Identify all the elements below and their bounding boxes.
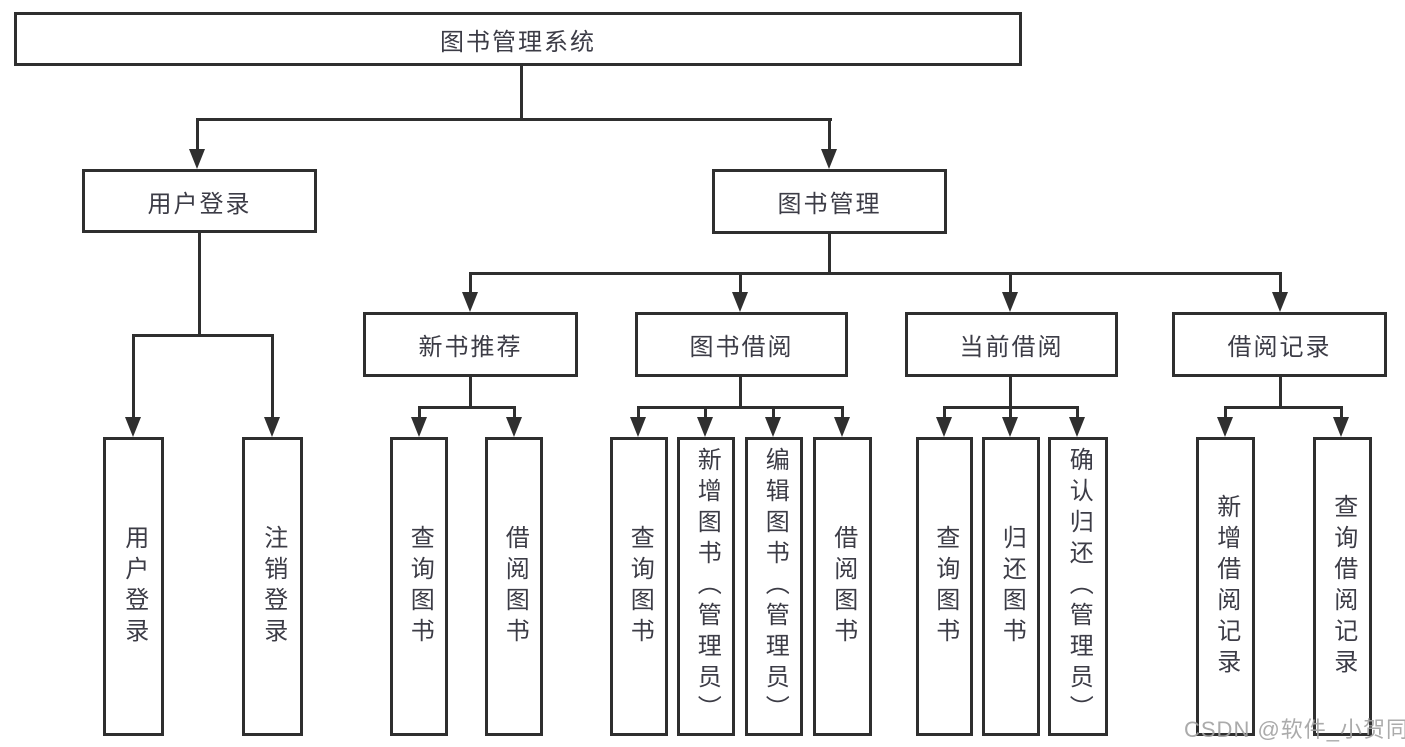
leaf-nb-query-books: 查询图书 — [390, 437, 448, 736]
node-root-label: 图书管理系统 — [440, 28, 596, 56]
arrowhead-bb-query — [630, 417, 646, 437]
connector-nb-drop — [469, 377, 472, 409]
connector-level3-rail — [469, 272, 1282, 275]
connector-user-login-stem — [196, 118, 199, 152]
connector-user-login-drop — [198, 233, 201, 336]
arrowhead-nb-borrow — [506, 417, 522, 437]
leaf-br-query-record: 查询借阅记录 — [1313, 437, 1372, 736]
node-user-login-label: 用户登录 — [147, 190, 252, 218]
arrowhead-new-book — [462, 292, 478, 312]
arrowhead-leaf-user-login — [125, 417, 141, 437]
connector-bb-borrow-stem — [841, 406, 844, 420]
leaf-cb-return-books: 归还图书 — [982, 437, 1040, 736]
leaf-user-login-label: 用户登录 — [120, 524, 148, 649]
leaf-bb-edit-books-admin-label: 编辑图书（管理员） — [761, 447, 789, 726]
arrowhead-book-borrow — [732, 292, 748, 312]
node-book-borrowing: 图书借阅 — [635, 312, 848, 377]
connector-user-login-rail — [132, 334, 274, 337]
leaf-nb-borrow-books-label: 借阅图书 — [501, 524, 529, 649]
connector-br-add-stem — [1224, 406, 1227, 420]
connector-current-borrow-stem — [1009, 272, 1012, 296]
leaf-br-add-record: 新增借阅记录 — [1196, 437, 1255, 736]
connector-new-book-stem — [469, 272, 472, 296]
leaf-bb-edit-books-admin: 编辑图书（管理员） — [745, 437, 803, 736]
leaf-bb-borrow-books-label: 借阅图书 — [829, 524, 857, 649]
connector-cb-query-stem — [943, 406, 946, 420]
connector-bb-rail — [637, 406, 844, 409]
arrowhead-bb-borrow — [834, 417, 850, 437]
node-book-borrowing-label: 图书借阅 — [689, 334, 794, 361]
arrowhead-user-login — [189, 149, 205, 169]
leaf-nb-query-books-label: 查询图书 — [406, 524, 434, 649]
arrowhead-book-mgmt — [821, 149, 837, 169]
leaf-cb-query-books-label: 查询图书 — [931, 524, 959, 649]
node-current-borrowing-label: 当前借阅 — [959, 334, 1064, 361]
node-book-management-label: 图书管理 — [777, 191, 882, 218]
connector-bb-edit-stem — [772, 406, 775, 420]
connector-br-drop — [1279, 377, 1282, 409]
node-borrowing-records: 借阅记录 — [1172, 312, 1387, 377]
connector-borrow-records-stem — [1279, 272, 1282, 296]
leaf-bb-borrow-books: 借阅图书 — [813, 437, 872, 736]
connector-nb-query-stem — [418, 406, 421, 420]
arrowhead-current-borrow — [1002, 292, 1018, 312]
leaf-logout-label: 注销登录 — [259, 524, 287, 649]
connector-book-mgmt-stem — [828, 118, 831, 152]
leaf-bb-add-books-admin-label: 新增图书（管理员） — [693, 447, 721, 726]
connector-nb-borrow-stem — [513, 406, 516, 420]
arrowhead-bb-add — [697, 417, 713, 437]
node-user-login: 用户登录 — [82, 169, 317, 233]
connector-br-query-stem — [1340, 406, 1343, 420]
leaf-user-login: 用户登录 — [103, 437, 164, 736]
node-new-book-recommend: 新书推荐 — [363, 312, 578, 377]
connector-cb-return-stem — [1009, 406, 1012, 420]
connector-book-borrow-stem — [739, 272, 742, 296]
connector-leaf-user-login-stem — [132, 334, 135, 420]
arrowhead-br-add — [1217, 417, 1233, 437]
node-root-system: 图书管理系统 — [14, 12, 1022, 66]
connector-root-drop — [520, 66, 523, 120]
leaf-bb-query-books: 查询图书 — [610, 437, 668, 736]
node-borrowing-records-label: 借阅记录 — [1227, 334, 1332, 361]
leaf-br-query-record-label: 查询借阅记录 — [1329, 493, 1357, 680]
arrowhead-bb-edit — [765, 417, 781, 437]
connector-bb-add-stem — [704, 406, 707, 420]
connector-nb-rail — [418, 406, 516, 409]
leaf-br-add-record-label: 新增借阅记录 — [1212, 493, 1240, 680]
leaf-cb-return-books-label: 归还图书 — [998, 524, 1026, 649]
connector-bb-drop — [739, 377, 742, 409]
arrowhead-br-query — [1333, 417, 1349, 437]
csdn-watermark: CSDN @软件_小贺同学 — [1184, 717, 1405, 742]
arrowhead-cb-return — [1002, 417, 1018, 437]
connector-leaf-logout-stem — [271, 334, 274, 420]
leaf-bb-add-books-admin: 新增图书（管理员） — [677, 437, 735, 736]
leaf-bb-query-books-label: 查询图书 — [626, 524, 654, 649]
arrowhead-cb-confirm — [1069, 417, 1085, 437]
leaf-logout: 注销登录 — [242, 437, 303, 736]
arrowhead-nb-query — [411, 417, 427, 437]
arrowhead-borrow-records — [1272, 292, 1288, 312]
leaf-cb-query-books: 查询图书 — [916, 437, 973, 736]
connector-br-rail — [1224, 406, 1343, 409]
leaf-cb-confirm-return-admin-label: 确认归还（管理员） — [1065, 447, 1093, 726]
arrowhead-cb-query — [936, 417, 952, 437]
leaf-cb-confirm-return-admin: 确认归还（管理员） — [1048, 437, 1108, 736]
connector-book-mgmt-drop — [828, 234, 831, 274]
arrowhead-leaf-logout — [264, 417, 280, 437]
node-book-management: 图书管理 — [712, 169, 947, 234]
connector-bb-query-stem — [637, 406, 640, 420]
connector-cb-confirm-stem — [1076, 406, 1079, 420]
node-current-borrowing: 当前借阅 — [905, 312, 1118, 377]
connector-level2-rail — [196, 118, 832, 121]
leaf-nb-borrow-books: 借阅图书 — [485, 437, 543, 736]
node-new-book-recommend-label: 新书推荐 — [418, 334, 523, 361]
connector-cb-drop — [1009, 377, 1012, 409]
